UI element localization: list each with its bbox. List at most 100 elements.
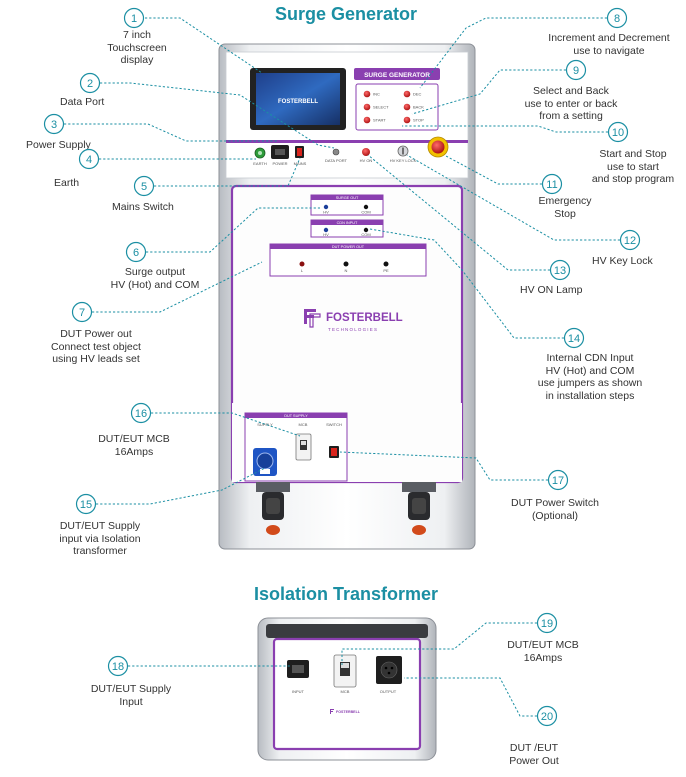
- callout-14: 14: [563, 327, 585, 349]
- leader-14: [369, 228, 564, 339]
- leader-16: [151, 412, 301, 437]
- leader-10: [402, 125, 608, 133]
- callout-circles: 1 2 3 4 5 6 7 8 9 10 11 12 13 14 15 16 1…: [43, 7, 641, 727]
- svg-text:PE: PE: [383, 268, 389, 273]
- svg-text:17: 17: [552, 475, 564, 487]
- callout-6: 6: [125, 241, 147, 263]
- svg-text:8: 8: [614, 13, 620, 25]
- iso-output-socket[interactable]: [376, 656, 402, 684]
- isolation-transformer: INPUT MCB OUTPUT FOSTERBELL: [257, 617, 437, 761]
- callout-18: 18: [107, 655, 129, 677]
- key-start[interactable]: START: [363, 116, 387, 124]
- svg-text:10: 10: [612, 127, 624, 139]
- brand-subtitle: TECHNOLOGIES: [328, 327, 378, 332]
- callout-11: 11: [541, 173, 563, 195]
- brand-logo-mark-outline: [309, 313, 321, 328]
- callout-15: 15: [75, 493, 97, 515]
- callout-10: 10: [607, 121, 629, 143]
- leader-12: [406, 154, 620, 241]
- svg-text:STOP: STOP: [413, 118, 424, 123]
- dut-power-out-panel: DUT POWER OUT L N PE: [269, 243, 427, 277]
- power-supply-socket[interactable]: POWER: [271, 145, 289, 166]
- data-port[interactable]: DATA PORT: [325, 148, 348, 163]
- svg-text:18: 18: [112, 661, 124, 673]
- callout-13: 13: [549, 259, 571, 281]
- svg-text:CDN INPUT: CDN INPUT: [337, 221, 358, 225]
- svg-text:INPUT: INPUT: [292, 689, 305, 694]
- svg-text:DEC: DEC: [413, 92, 422, 97]
- emergency-stop-button[interactable]: [427, 136, 449, 158]
- hv-key-lock[interactable]: HV KEY LOCK: [390, 145, 417, 163]
- callout-20: 20: [536, 705, 558, 727]
- dut-mcb-breaker[interactable]: [295, 433, 312, 461]
- cdn-com-terminal[interactable]: [363, 227, 369, 233]
- svg-text:COM: COM: [361, 232, 370, 237]
- iso-mcb-breaker[interactable]: [333, 654, 357, 688]
- touchscreen-display[interactable]: FOSTERBELL: [250, 68, 346, 130]
- svg-text:12: 12: [624, 235, 636, 247]
- hv-on-lamp: HV ON: [360, 148, 373, 163]
- mains-switch[interactable]: MAINS: [294, 146, 307, 166]
- callout-12: 12: [619, 229, 641, 251]
- dut-pe-terminal[interactable]: [383, 261, 389, 267]
- svg-text:16: 16: [135, 408, 147, 420]
- callout-19: 19: [536, 612, 558, 634]
- leader-9: [411, 69, 566, 115]
- svg-text:SWITCH: SWITCH: [326, 422, 342, 427]
- leader-19: [341, 622, 537, 665]
- callout-label-4: Earth: [54, 177, 80, 189]
- dut-power-switch[interactable]: [329, 446, 339, 458]
- dut-l-terminal[interactable]: [299, 261, 305, 267]
- svg-text:20: 20: [541, 711, 553, 723]
- callout-3: 3: [43, 113, 65, 135]
- screen-logo-text: FOSTERBELL: [278, 99, 318, 105]
- surge-generator-title: Surge Generator: [274, 4, 418, 24]
- key-inc[interactable]: INC: [363, 90, 380, 98]
- earth-terminal[interactable]: EARTH: [253, 147, 267, 166]
- cdn-hv-terminal[interactable]: [323, 227, 329, 233]
- leader-8: [419, 17, 607, 89]
- leader-6: [146, 207, 320, 253]
- svg-text:13: 13: [554, 265, 566, 277]
- svg-text:19: 19: [541, 618, 553, 630]
- leader-1: [145, 17, 263, 74]
- svg-text:5: 5: [141, 181, 147, 193]
- svg-text:HV KEY LOCK: HV KEY LOCK: [390, 158, 417, 163]
- callout-label-5: Mains Switch: [112, 201, 174, 213]
- surge-com-terminal[interactable]: [363, 204, 369, 210]
- iso-brand: FOSTERBELL: [336, 710, 361, 714]
- leader-15: [96, 467, 266, 505]
- panel-title: SURGE GENERATOR: [364, 72, 430, 79]
- brand-logo: FOSTERBELL TECHNOLOGIES: [304, 309, 403, 332]
- iso-input-socket[interactable]: [287, 660, 309, 678]
- key-back[interactable]: BACK: [403, 103, 425, 111]
- cdn-input-panel: CDN INPUT HV COM: [310, 219, 384, 238]
- surge-hv-terminal[interactable]: [323, 204, 329, 210]
- svg-text:15: 15: [80, 499, 92, 511]
- key-stop[interactable]: STOP: [403, 116, 424, 124]
- callout-17: 17: [547, 469, 569, 491]
- callout-label-17: DUT Power Switch(Optional): [511, 497, 599, 522]
- callout-label-2: Data Port: [60, 96, 105, 108]
- svg-text:2: 2: [87, 78, 93, 90]
- svg-text:HV ON: HV ON: [360, 158, 373, 163]
- dut-supply-socket[interactable]: [253, 448, 277, 476]
- svg-text:INC: INC: [373, 92, 380, 97]
- callout-1: 1: [123, 7, 145, 29]
- svg-text:DATA PORT: DATA PORT: [325, 158, 348, 163]
- svg-text:11: 11: [546, 179, 557, 191]
- callout-5: 5: [133, 175, 155, 197]
- leader-lines: [64, 17, 620, 717]
- dut-n-terminal[interactable]: [343, 261, 349, 267]
- callout-label-3: Power Supply: [26, 139, 91, 151]
- key-select[interactable]: SELECT: [363, 103, 389, 111]
- key-dec[interactable]: DEC: [403, 90, 422, 98]
